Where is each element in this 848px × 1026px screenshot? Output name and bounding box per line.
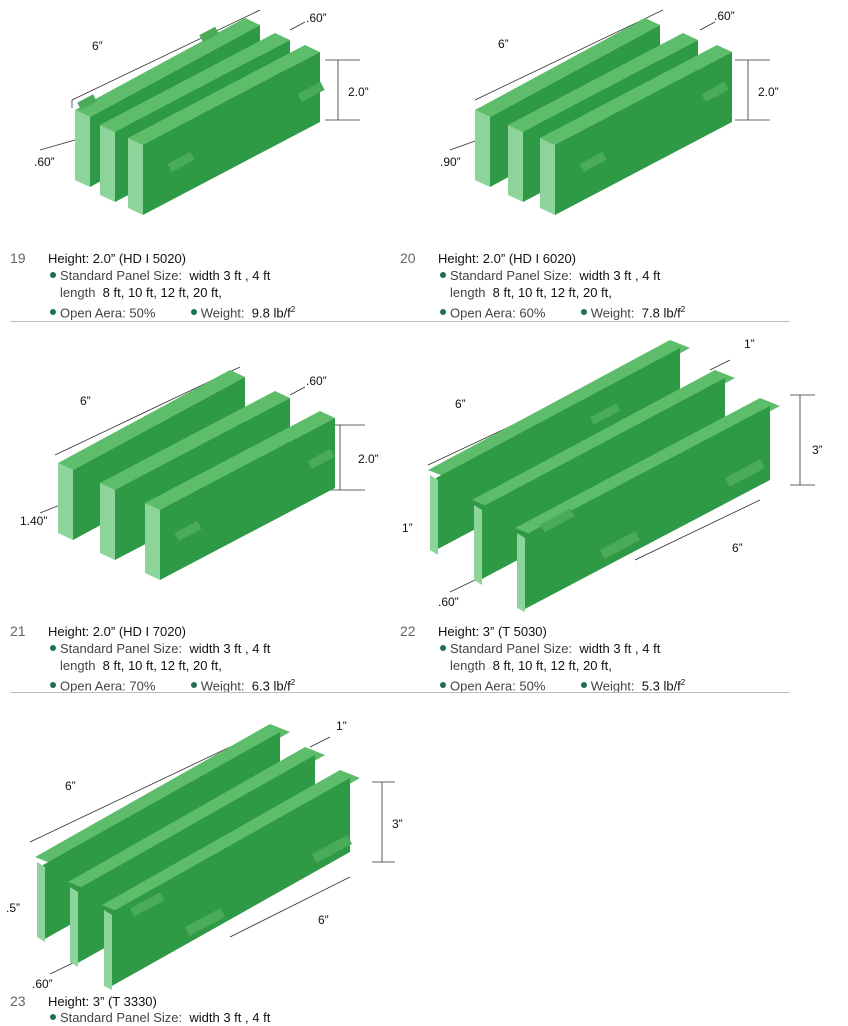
dim-height: 3”	[392, 817, 403, 831]
grating-illustration-19: 6” .60” 2.0” .60”	[34, 9, 369, 215]
bars	[75, 18, 325, 215]
dim-length: 6”	[455, 397, 466, 411]
dim-height: 3”	[812, 443, 823, 457]
item-number: 21	[10, 623, 26, 639]
dim-cross: 6”	[732, 541, 743, 555]
item-height: Height: 2.0” (HD I 6020)	[438, 251, 577, 266]
dim-bottom: .60”	[32, 977, 53, 991]
dim-bottom: .60”	[438, 595, 459, 609]
spec-item-22: 22 Height: 3” (T 5030) Standard Panel Si…	[400, 623, 800, 693]
panel-size-row: Standard Panel Size: width 3 ft , 4 ft	[50, 267, 270, 284]
dim-spacing: 1.40”	[20, 514, 47, 528]
grating-illustration-22: 6” 1” 3” 1” .60” 6”	[402, 337, 823, 612]
item-number: 23	[10, 993, 26, 1009]
bullet-icon	[190, 309, 197, 316]
bullet-icon	[580, 682, 587, 689]
dim-top: 1”	[744, 337, 755, 351]
item-height: Height: 2.0” (HD I 5020)	[48, 251, 187, 266]
bullet-icon	[50, 1014, 56, 1020]
dim-height: 2.0”	[348, 85, 369, 99]
dim-length: 6”	[80, 394, 91, 408]
dim-top: 1”	[336, 719, 347, 733]
dim-spacing: 1”	[402, 521, 413, 535]
item-height: Height: 3” (T 5030)	[438, 624, 547, 639]
bullet-icon	[190, 682, 197, 689]
dim-height: 2.0”	[358, 452, 379, 466]
bullet-icon	[440, 645, 446, 651]
divider	[10, 321, 790, 322]
length-row: length 8 ft, 10 ft, 12 ft, 20 ft,	[60, 658, 222, 673]
item-height: Height: 2.0” (HD I 7020)	[48, 624, 187, 639]
item-number: 19	[10, 250, 26, 266]
bullet-icon	[580, 309, 587, 316]
divider	[10, 692, 790, 693]
dim-spacing: .5”	[6, 901, 20, 915]
grating-illustration-20: 6” .60” 2.0” .90”	[440, 9, 779, 215]
grating-illustration-21: 6” .60” 2.0” 1.40”	[20, 366, 379, 580]
grating-illustration-23: 6” 1” 3” .5” .60” 6”	[6, 719, 403, 991]
spec-item-23: 23 Height: 3” (T 3330) Standard Panel Si…	[10, 993, 390, 1026]
spec-item-21: 21 Height: 2.0” (HD I 7020) Standard Pan…	[10, 623, 390, 693]
dim-length: 6”	[498, 37, 509, 51]
spec-item-19: 19 Height: 2.0” (HD I 5020) Standard Pan…	[10, 250, 390, 320]
item-number: 22	[400, 623, 416, 639]
length-row: length 8 ft, 10 ft, 12 ft, 20 ft,	[450, 285, 612, 300]
open-weight-row: Open Aera: 50% Weight: 9.8 lb/f2	[50, 301, 295, 321]
dim-length: 6”	[65, 779, 76, 793]
panel-size-row: Standard Panel Size: width 3 ft , 4 ft	[440, 640, 660, 657]
dim-length: 6”	[92, 39, 103, 53]
dim-spacing: .90”	[440, 155, 461, 169]
dim-top: .60”	[306, 374, 327, 388]
panel-size-row: Standard Panel Size: width 3 ft , 4 ft	[440, 267, 660, 284]
bullet-icon	[50, 272, 56, 278]
open-weight-row: Open Aera: 50% Weight: 5.3 lb/f2	[440, 674, 685, 694]
panel-size-row: Standard Panel Size: width 3 ft , 4 ft	[50, 640, 270, 657]
bullet-icon	[50, 645, 56, 651]
dim-top: .60”	[306, 11, 327, 25]
item-height: Height: 3” (T 3330)	[48, 994, 157, 1009]
item-number: 20	[400, 250, 416, 266]
bullet-icon	[440, 309, 446, 316]
length-row: length 8 ft, 10 ft, 12 ft, 20 ft,	[60, 285, 222, 300]
bullet-icon	[50, 682, 56, 689]
bullet-icon	[50, 309, 56, 316]
bullet-icon	[440, 682, 446, 689]
length-row: length 8 ft, 10 ft, 12 ft, 20 ft,	[450, 658, 612, 673]
dimension-lines	[39, 9, 360, 151]
panel-size-row: Standard Panel Size: width 3 ft , 4 ft	[50, 1009, 270, 1026]
dim-top: .60”	[714, 9, 735, 23]
dim-spacing: .60”	[34, 155, 55, 169]
open-weight-row: Open Aera: 70% Weight: 6.3 lb/f2	[50, 674, 295, 694]
dim-cross: 6”	[318, 913, 329, 927]
spec-item-20: 20 Height: 2.0” (HD I 6020) Standard Pan…	[400, 250, 800, 320]
bullet-icon	[440, 272, 446, 278]
open-weight-row: Open Aera: 60% Weight: 7.8 lb/f2	[440, 301, 685, 321]
dim-height: 2.0”	[758, 85, 779, 99]
